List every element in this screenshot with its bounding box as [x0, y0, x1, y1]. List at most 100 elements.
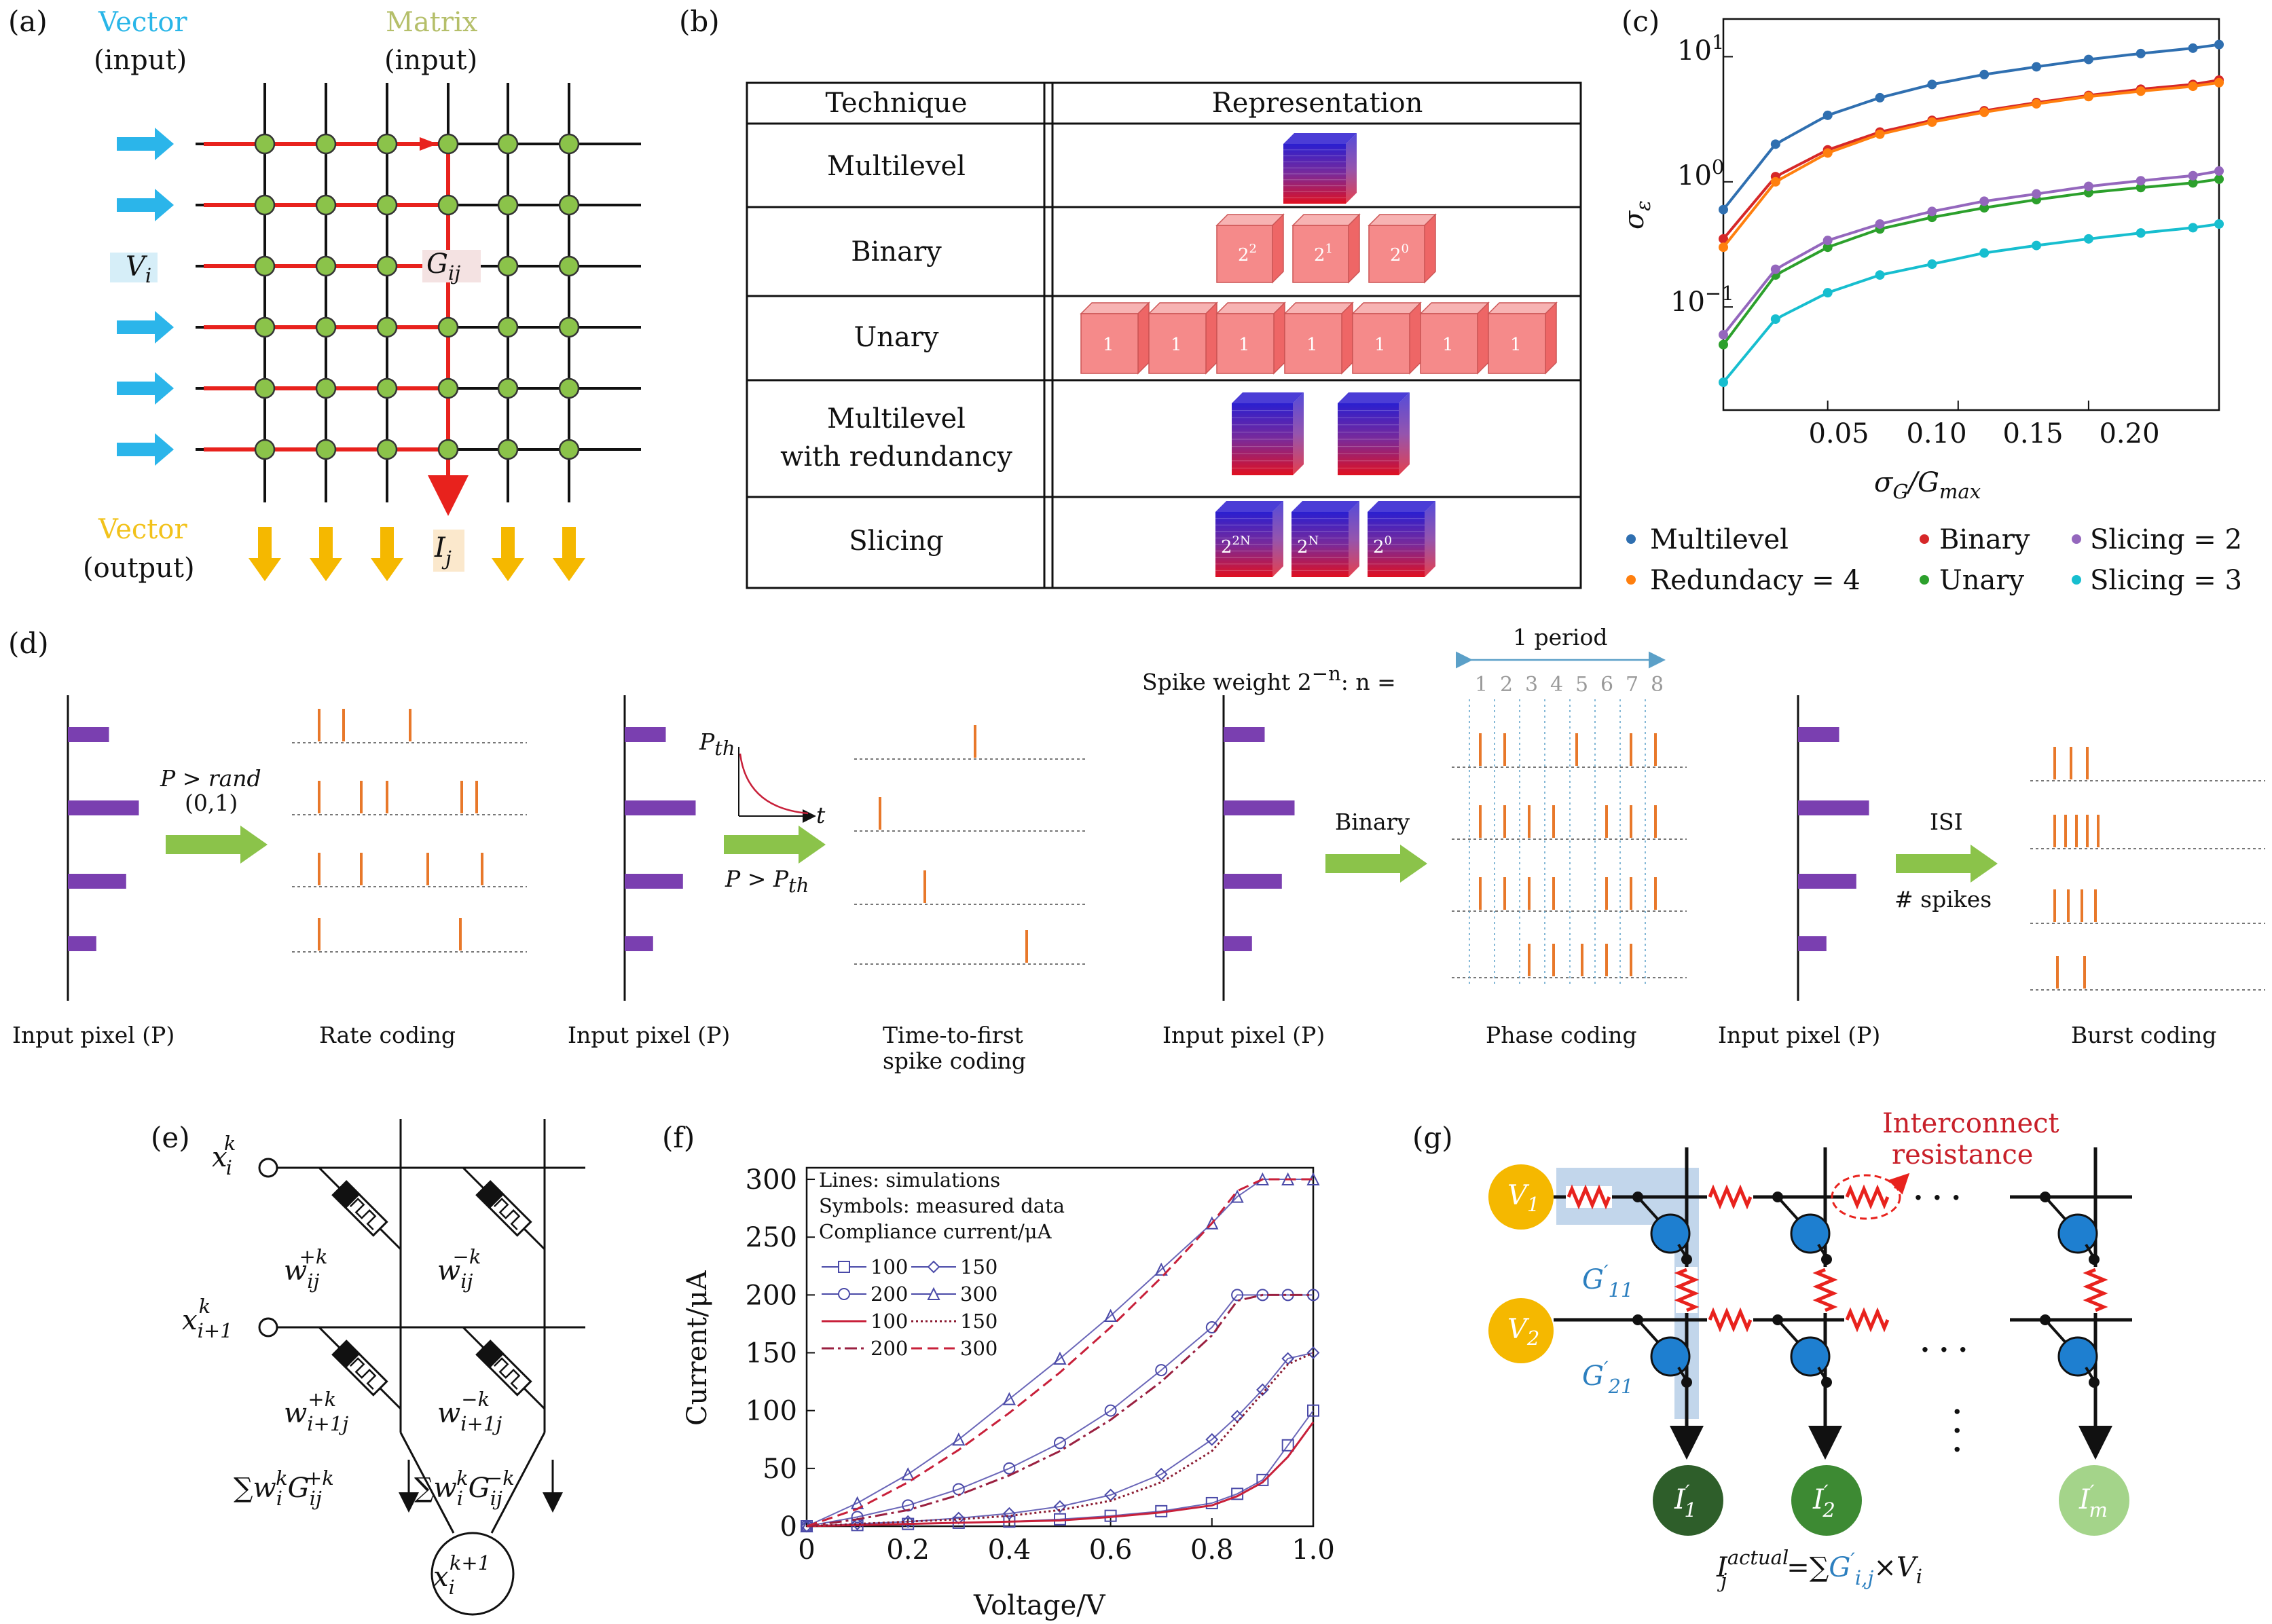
f-point-3-6: [1103, 1308, 1118, 1323]
c-point-0-2: [1822, 110, 1833, 120]
unary-cube-3-face: [1284, 313, 1342, 374]
slicing-cube-1-side: [1349, 501, 1359, 577]
g-cell-2: [2057, 1213, 2098, 1254]
f-sim-line-1: [806, 1352, 1314, 1528]
multilevel-cube-top: [1283, 133, 1357, 144]
input-arrow-0: [117, 128, 174, 160]
panel-label-c: (c): [1621, 5, 1660, 38]
input-arrow-5: [117, 433, 174, 466]
g-cell-node-3: [1681, 1377, 1692, 1388]
crosspoint-node-3-2: [376, 316, 398, 338]
f-leg-100s: 100: [871, 1310, 908, 1333]
binary-cube-2-face: [1368, 225, 1425, 283]
e-xi: xik: [212, 1132, 236, 1179]
crosspoint-node-5-1: [315, 439, 337, 460]
vector-input-sub: (input): [94, 45, 187, 76]
f-legend-marker-1: [927, 1260, 940, 1274]
g-v1-node: [1488, 1164, 1554, 1230]
crosspoint-node-1-4: [497, 194, 519, 216]
slicing-cube-2-face: [1368, 512, 1425, 577]
phase-number-7: 7: [1626, 673, 1638, 697]
e-w2: wij−k: [437, 1245, 481, 1293]
memristor-band-3: [475, 1340, 505, 1369]
c-point-0-1: [1770, 139, 1780, 149]
c-point-2-5: [1979, 107, 1990, 117]
f-ytick-label-5: 250: [746, 1222, 797, 1253]
f-point-1-5: [1053, 1500, 1067, 1513]
legend-slicing2: Slicing = 2: [2090, 524, 2242, 555]
binary-cube-1-exp: 1: [1325, 242, 1333, 256]
unary-cube-1-label: 1: [1171, 335, 1182, 355]
crosspoint-node-2-2: [376, 255, 398, 277]
c-point-5-2: [1822, 288, 1833, 298]
unary-cube-6-face: [1488, 313, 1546, 374]
g-cell-0: [1650, 1213, 1691, 1254]
c-axis-ticks: [1723, 56, 2220, 410]
g-i2-node: [1791, 1465, 1862, 1536]
unary-cube-0-label: 1: [1103, 335, 1114, 355]
f-point-1-8: [1205, 1433, 1219, 1446]
d-green-arrows: [166, 826, 1998, 883]
table-header-technique: Technique: [825, 88, 967, 119]
crosspoint-node-4-1: [315, 377, 337, 399]
memristor-zigzag-0: [349, 1198, 377, 1230]
g-dots-1: · · ·: [1913, 1182, 1961, 1214]
c-point-0-5: [1979, 69, 1990, 79]
e-w3: wi+1j+k: [284, 1388, 348, 1435]
d-arrow-3: [1896, 845, 1998, 883]
g-cell-node-2: [2089, 1254, 2100, 1265]
panel-label-g: (g): [1412, 1121, 1453, 1154]
caption-input-3: Input pixel (P): [1162, 1022, 1325, 1048]
legend-marker-slicing2: [2072, 534, 2081, 544]
panel-d-coding: P > rand (0,1) Pth t P > Pth Spike weigh…: [12, 624, 2265, 1074]
caption-ttfs-1: Time-to-first: [883, 1022, 1023, 1048]
d-bar-1-0: [625, 727, 666, 742]
memristor-band-1: [475, 1180, 505, 1209]
panel-b-table: Technique Representation Multilevel Bina…: [746, 81, 1582, 589]
f-ytick-label-0: 0: [780, 1511, 797, 1543]
d-bar-0-0: [68, 727, 109, 742]
caption-ttfs-2: spike coding: [883, 1048, 1026, 1074]
phase-arrow-label: Binary: [1335, 809, 1410, 835]
multilevel-cube-face: [1283, 144, 1346, 204]
c-point-2-9: [2188, 81, 2198, 92]
d-bar-2-1: [1224, 800, 1295, 815]
g-res-h-2: [1845, 1184, 1890, 1210]
memristor-band-2: [331, 1340, 361, 1369]
phase-number-5: 5: [1575, 673, 1588, 697]
c-point-4-0: [1719, 330, 1728, 340]
g-res-h-0: [1566, 1184, 1611, 1210]
binary-cube-0-base: 2: [1238, 245, 1249, 265]
c-xtick-0: 0.05: [1808, 418, 1869, 449]
unary-cube-5-side: [1477, 301, 1489, 375]
panel-e-labels: xik xi+1k wij+k wij−k wi+1j+k wi+1j−k ∑w…: [182, 1132, 515, 1599]
f-point-3-9: [1230, 1189, 1244, 1203]
ttfs-t: t: [816, 802, 826, 828]
rate-cond2: (0,1): [185, 790, 238, 816]
panel-a-crossbar: Vector (input) Matrix (input) Vi Gij Vec…: [83, 7, 641, 584]
unary-cube-3-side: [1341, 301, 1353, 375]
e-w4: wi+1j−k: [437, 1388, 502, 1435]
g-res-v-0: [1674, 1268, 1700, 1312]
slicing-cube-1-top: [1291, 501, 1359, 512]
unary-cube-5-base: 1: [1442, 335, 1454, 355]
c-point-4-3: [1875, 219, 1885, 229]
binary-cube-1-face: [1292, 225, 1349, 283]
f-xtick-label-2: 0.4: [988, 1534, 1031, 1566]
f-xtick-label-4: 0.8: [1190, 1534, 1234, 1566]
c-point-4-8: [2136, 176, 2146, 186]
crosspoint-node-5-3: [437, 439, 459, 460]
crosspoint-node-3-3: [437, 316, 459, 338]
g-cell-node-5: [2089, 1377, 2100, 1388]
redundancy-cube-0-face: [1232, 403, 1293, 475]
crosspoint-node-4-3: [437, 377, 459, 399]
g-im: I′m: [2078, 1481, 2108, 1521]
g-grid: [1554, 1147, 2132, 1460]
d-bar-3-1: [1798, 800, 1869, 815]
unary-cube-2-side: [1273, 301, 1285, 375]
binary-cube-0-side: [1272, 213, 1284, 284]
crosspoint-node-3-0: [254, 316, 276, 338]
